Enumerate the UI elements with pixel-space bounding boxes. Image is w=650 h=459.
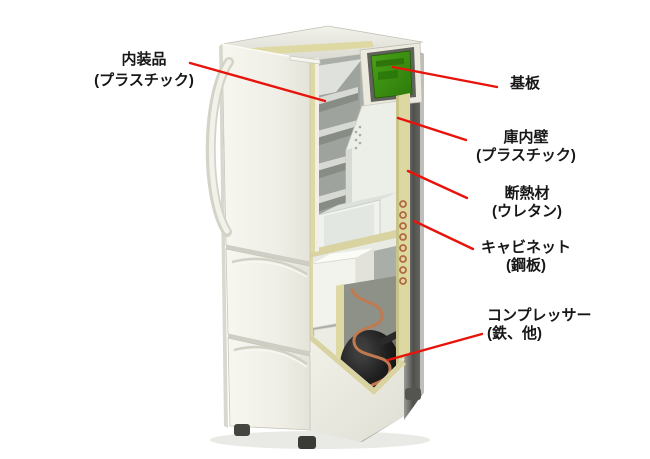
door-top-ledge [289,55,321,65]
label-line: コンプレッサー [487,307,592,324]
label-inner-wall: 庫内壁 (プラスチック) [462,129,590,165]
label-line: (プラスチック) [94,72,194,89]
bottom-shell-wedge [304,330,407,442]
label-line: 庫内壁 [503,129,549,146]
vent-holes [354,125,362,150]
callout-line-circuit-board [391,65,499,89]
label-interior-parts: 内装品 (プラスチック) [78,49,210,91]
callout-line-insulation [406,169,469,200]
freezer-drawer-2 [227,334,311,431]
drawer-groove [231,257,308,276]
circuit-board-assembly [359,42,423,109]
callout-line-compressor [386,332,484,362]
fridge-door [205,43,321,428]
drawer-groove [233,345,308,366]
muffler [378,330,402,346]
label-line: (ウレタン) [492,203,562,220]
label-line: (鋼板) [506,257,546,274]
top-insulation-strip [250,41,374,55]
callout-line-inner-wall [396,116,468,142]
label-line: 内装品 [121,51,167,68]
label-compressor: コンプレッサー (鉄、他) [487,307,617,343]
callout-line-cabinet [412,219,475,251]
callout-line-interior-parts [188,61,327,103]
freezer-drawer-1 [225,245,311,353]
label-line: 断熱材 [504,185,550,202]
floor-shadow [210,431,430,449]
label-circuit-board: 基板 [480,75,570,93]
label-line: (プラスチック) [476,147,576,164]
label-line: (鉄、他) [487,325,542,342]
cavity-ceiling [316,59,362,96]
side-insulation-strip [396,93,410,366]
feet [234,388,421,449]
label-cabinet: キャビネット (鋼板) [461,239,591,275]
condenser-coils [399,200,407,285]
label-line: キャビネット [480,239,571,256]
label-insulation: 断熱材 (ウレタン) [466,185,588,221]
label-line: 基板 [509,75,540,92]
